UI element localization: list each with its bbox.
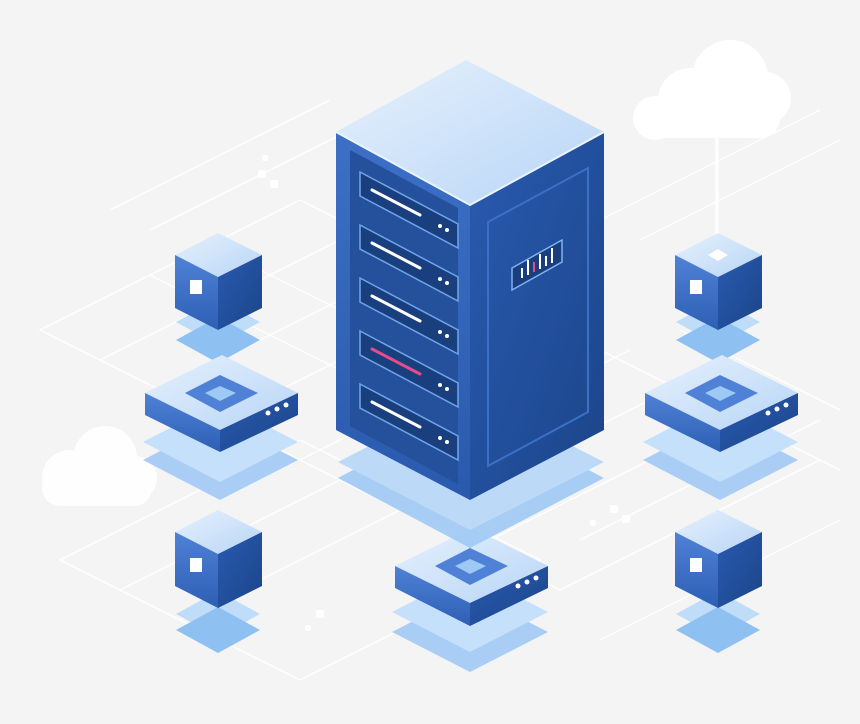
cloud-icon <box>42 426 157 506</box>
node-cube-icon <box>175 510 262 653</box>
server-unit-active <box>359 329 459 409</box>
cube-port <box>690 558 702 572</box>
network-switch-icon <box>392 528 548 672</box>
server-unit <box>359 170 459 250</box>
decoration-dots <box>258 155 630 631</box>
server-rack-icon <box>335 60 605 548</box>
server-unit <box>359 223 459 303</box>
node-cube-icon <box>175 233 262 363</box>
server-unit <box>359 276 459 356</box>
network-switch-icon <box>643 355 798 500</box>
cube-port <box>690 280 702 294</box>
network-switch-icon <box>143 355 298 500</box>
node-cube-icon <box>675 510 762 653</box>
server-unit <box>359 382 459 462</box>
cube-port <box>190 280 202 294</box>
cube-port <box>190 558 202 572</box>
server-rack-activity-icon <box>511 238 563 292</box>
node-cube-icon <box>675 233 762 363</box>
cloud-icon <box>633 40 791 140</box>
